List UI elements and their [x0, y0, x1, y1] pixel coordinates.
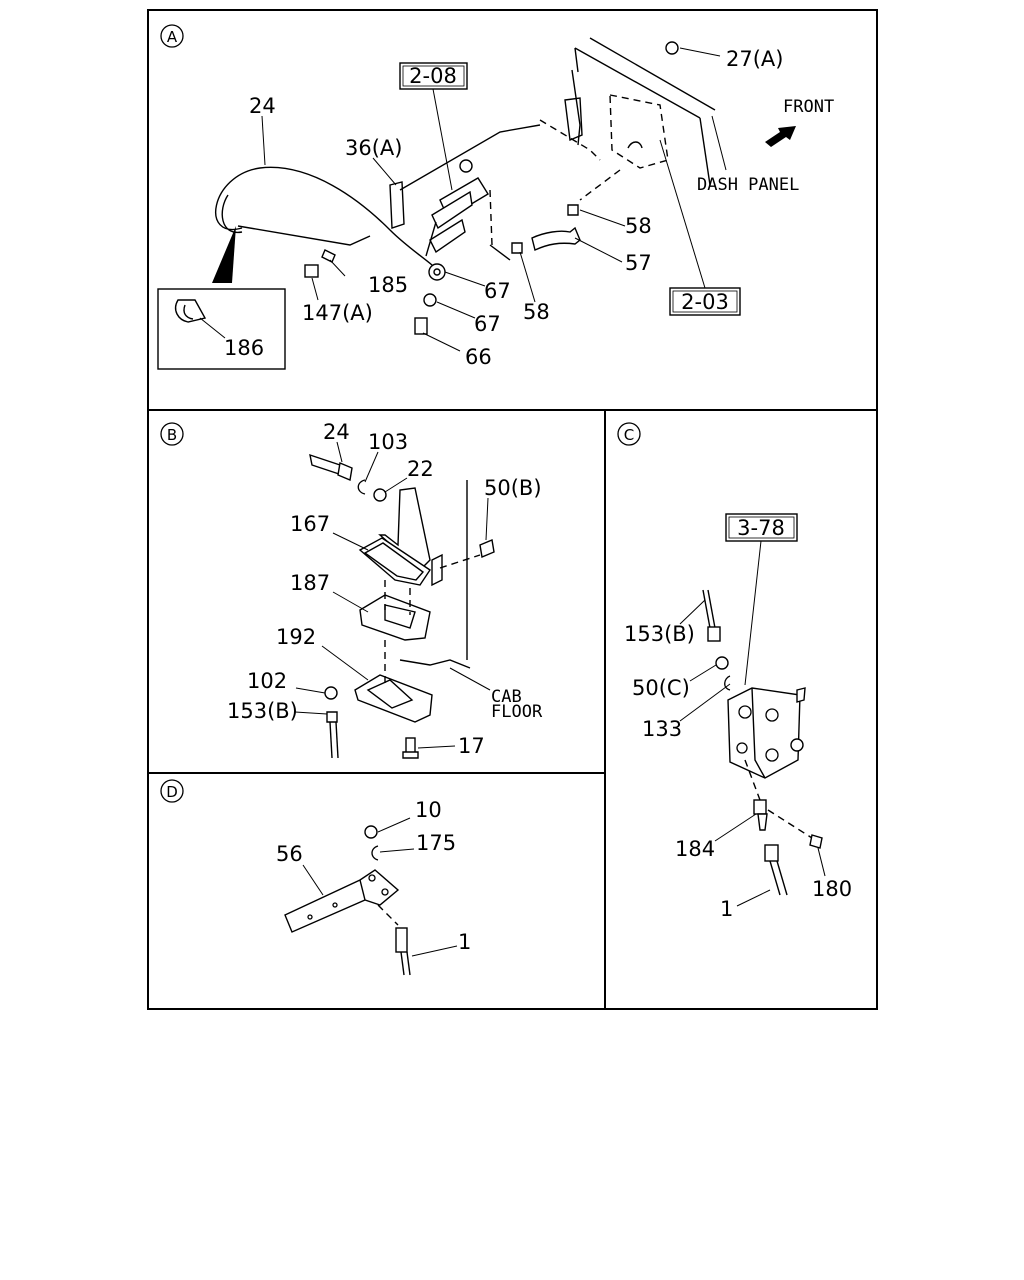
a-label-185: 185: [368, 273, 408, 297]
front-arrow-icon: [765, 126, 796, 147]
c-label-153b: 153(B): [624, 622, 695, 646]
a-label-58-left: 58: [523, 300, 550, 324]
b-label-50b: 50(B): [484, 476, 542, 500]
ref-2-03-label: 2-03: [681, 290, 729, 314]
d-label-56: 56: [276, 842, 303, 866]
ref-box-2-03[interactable]: 2-03: [669, 287, 741, 316]
b-label-24: 24: [323, 420, 350, 444]
section-c-letter: C: [624, 426, 634, 444]
a-label-36a: 36(A): [345, 136, 402, 160]
leader-lines-b: [294, 441, 491, 749]
a-label-147a: 147(A): [302, 301, 373, 325]
a-label-67-lower: 67: [474, 312, 501, 336]
d-label-175: 175: [416, 831, 456, 855]
leader-lines-d: [302, 817, 458, 957]
front-label: FRONT: [783, 97, 834, 117]
a-label-66: 66: [465, 345, 492, 369]
d-label-1: 1: [458, 930, 471, 954]
cab-label: CAB: [491, 687, 522, 707]
b-label-192: 192: [276, 625, 316, 649]
bracket-c: [727, 687, 806, 779]
section-a-letter: A: [167, 28, 178, 46]
bracket-56: [284, 869, 400, 933]
cable: [212, 166, 433, 283]
inset-box: [157, 288, 286, 370]
c-label-133: 133: [642, 717, 682, 741]
a-label-67-upper: 67: [484, 279, 511, 303]
a-label-186: 186: [224, 336, 264, 360]
b-label-17: 17: [458, 734, 485, 758]
diagram-frame: [147, 9, 878, 1010]
d-label-10: 10: [415, 798, 442, 822]
b-label-22: 22: [407, 457, 434, 481]
section-b-letter: B: [167, 426, 177, 444]
dash-panel-label: DASH PANEL: [697, 175, 799, 195]
ref-2-08-label: 2-08: [409, 64, 457, 88]
section-a: A FRONT DASH PANEL 2-08: [157, 24, 834, 370]
leader-lines-a: [199, 47, 721, 352]
section-b: B: [160, 420, 543, 759]
ref-box-3-78[interactable]: 3-78: [725, 513, 798, 542]
section-d: D 10 175 56 1: [160, 779, 471, 976]
section-c: C 3-78: [617, 422, 852, 921]
c-label-180: 180: [812, 877, 852, 901]
master-cylinder: [425, 159, 489, 257]
parts-d: [364, 825, 411, 976]
b-label-187: 187: [290, 571, 330, 595]
a-label-24: 24: [249, 94, 276, 118]
ref-box-2-08[interactable]: 2-08: [399, 62, 468, 90]
a-label-27a: 27(A): [726, 47, 783, 71]
c-label-50c: 50(C): [632, 676, 690, 700]
parts-b: [309, 453, 495, 759]
b-label-167: 167: [290, 512, 330, 536]
bracket-167: [358, 487, 443, 587]
c-label-1: 1: [720, 897, 733, 921]
parts-c: [702, 589, 823, 896]
c-label-184: 184: [675, 837, 715, 861]
a-label-58-right: 58: [625, 214, 652, 238]
section-d-letter: D: [166, 783, 178, 801]
dash-panel: [539, 37, 716, 201]
b-label-102: 102: [247, 669, 287, 693]
b-label-153b: 153(B): [227, 699, 298, 723]
plate-187: [359, 594, 431, 641]
floor-label: FLOOR: [491, 702, 543, 722]
b-label-103: 103: [368, 430, 408, 454]
a-label-57: 57: [625, 251, 652, 275]
plate-192: [354, 674, 433, 723]
ref-3-78-label: 3-78: [737, 516, 785, 540]
parts-a: [304, 41, 679, 335]
leader-lines-c: [679, 599, 826, 907]
